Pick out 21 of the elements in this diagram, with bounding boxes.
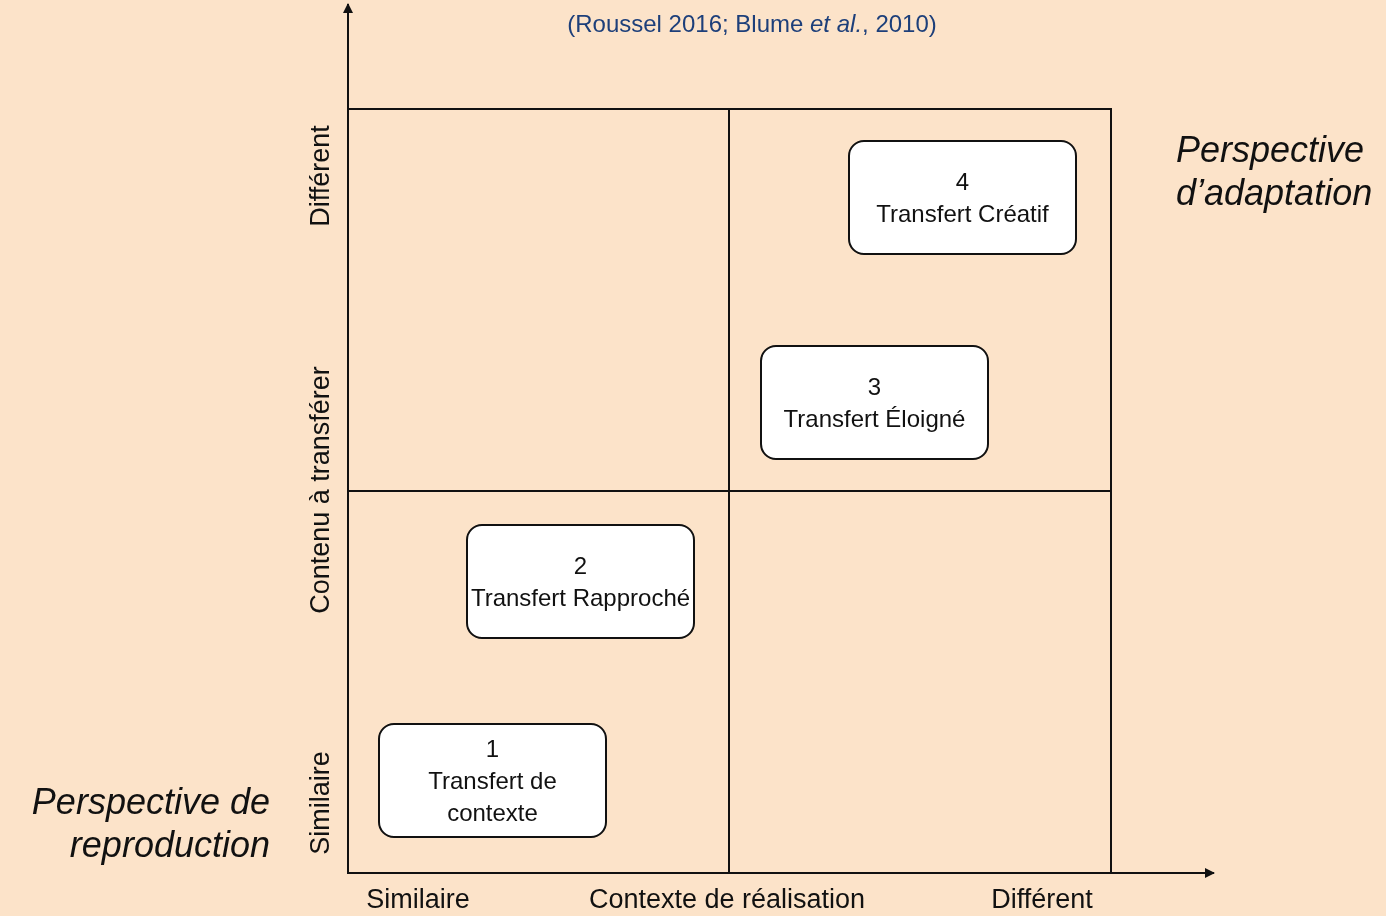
axis-tick-label: Similaire xyxy=(366,884,470,915)
citation: (Roussel 2016; Blume et al., 2010) xyxy=(567,9,937,39)
quadrant-title: Transfert Éloigné xyxy=(783,403,966,434)
quadrant-box xyxy=(466,524,695,639)
quadrant-number: 1 xyxy=(485,733,500,764)
quadrant-title: Transfert de contexte xyxy=(427,765,558,828)
quadrant-number: 4 xyxy=(955,166,970,197)
axis-title: Contexte de réalisation xyxy=(588,884,866,915)
quadrant-title: Transfert Rapproché xyxy=(470,582,691,613)
axis-title: Contenu à transférer xyxy=(304,366,336,614)
quadrant-title: Transfert Créatif xyxy=(876,198,1049,229)
axis-tick-label: Différent xyxy=(304,125,336,227)
quadrant-box xyxy=(378,723,607,838)
axis-tick-label: Différent xyxy=(991,884,1093,915)
quadrant-number: 2 xyxy=(573,550,588,581)
quadrant-number: 3 xyxy=(867,371,882,402)
perspective-label: Perspective de reproduction xyxy=(30,780,270,866)
perspective-label: Perspective d’adaptation xyxy=(1176,128,1374,214)
axis-tick-label: Similaire xyxy=(304,751,336,855)
quadrant-box xyxy=(848,140,1077,255)
quadrant-box xyxy=(760,345,989,460)
